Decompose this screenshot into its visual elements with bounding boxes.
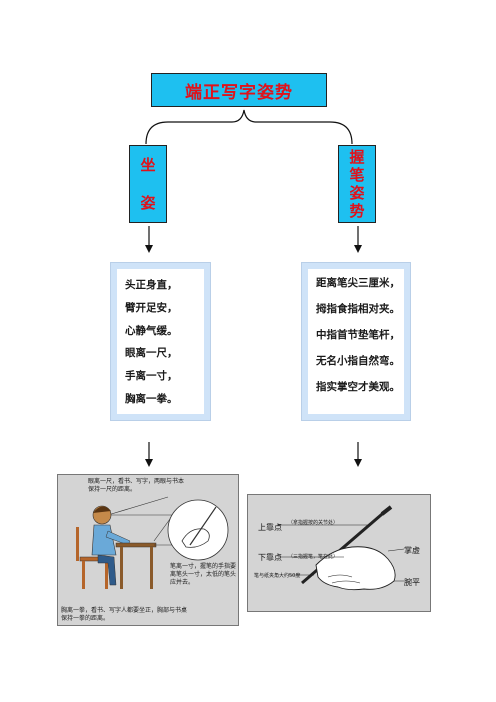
pen-grip-box: 握 笔 姿 势 — [338, 145, 376, 223]
palm-hollow-label: 掌虚 — [404, 546, 420, 555]
grip-label-char-2: 笔 — [349, 166, 365, 184]
brace — [145, 109, 353, 145]
title-box: 端正写字姿势 — [151, 73, 327, 107]
lower-contact-note: （三指握笔，笔在此） — [288, 554, 339, 560]
lower-contact-label: 下靠点 — [258, 553, 282, 562]
grip-rule: 指实掌空才美观。 — [316, 381, 400, 393]
grip-rule: 距离笔尖三厘米， — [316, 277, 400, 289]
upper-contact-label: 上靠点 — [258, 523, 282, 532]
caption-hand-distance: 笔离一寸，握笔的手指要离笔头一寸，太低的笔头应并去。 — [170, 563, 237, 586]
sitting-rule: 头正身直， — [125, 278, 178, 291]
sitting-rule: 手离一寸， — [125, 370, 178, 383]
sitting-rule: 眼离一尺， — [125, 347, 178, 360]
arrow-left-2 — [145, 442, 153, 467]
grip-label-char-3: 姿 — [349, 184, 365, 202]
sitting-illustration: 眼离一尺，看书、写字，两眼与书本保持一尺的距离。 笔离一寸，握笔的手指要离笔头一… — [57, 474, 239, 626]
upper-contact-note: （拿指握按的关节处） — [288, 520, 339, 526]
grip-rules-panel: 距离笔尖三厘米， 拇指食指相对夹。 中指首节垫笔杆， 无名小指自然弯。 指实掌空… — [301, 262, 411, 421]
grip-rule: 中指首节垫笔杆， — [316, 329, 400, 341]
caption-eye-distance: 眼离一尺，看书、写字，两眼与书本保持一尺的距离。 — [88, 478, 185, 493]
arrow-left-1 — [145, 226, 153, 253]
sitting-label-char-2: 姿 — [140, 194, 156, 212]
arrow-right-2 — [354, 442, 362, 467]
sitting-rule: 胸离一拳。 — [125, 393, 178, 406]
hand-grip-drawing — [278, 505, 405, 591]
pen-grip-illustration: 上靠点 （拿指握按的关节处） 下靠点 （三指握笔，笔在此） 掌虚 腕平 笔与纸夹… — [247, 494, 431, 612]
sitting-figure-drawing — [76, 496, 229, 589]
caption-chest-distance: 胸离一拳，看书、写字人都要坐正，胸部与书桌保持一拳的距离。 — [61, 607, 188, 622]
sitting-rule: 心静气缓。 — [125, 324, 178, 337]
arrow-right-1 — [354, 226, 362, 253]
grip-rule: 无名小指自然弯。 — [316, 355, 400, 367]
grip-label-char-1: 握 — [349, 148, 365, 166]
sitting-rules-panel: 头正身直， 臂开足安， 心静气缓。 眼离一尺， 手离一寸， 胸离一拳。 — [110, 262, 211, 421]
page-title: 端正写字姿势 — [185, 82, 293, 103]
pen-angle-note: 笔与纸夹角大约50度 — [254, 573, 301, 579]
sitting-label-char-1: 坐 — [140, 156, 156, 174]
grip-rule: 拇指食指相对夹。 — [316, 303, 400, 315]
grip-label-char-4: 势 — [349, 202, 365, 220]
sitting-posture-box: 坐 姿 — [129, 145, 167, 223]
wrist-flat-label: 腕平 — [404, 578, 420, 587]
sitting-rule: 臂开足安， — [125, 301, 178, 314]
